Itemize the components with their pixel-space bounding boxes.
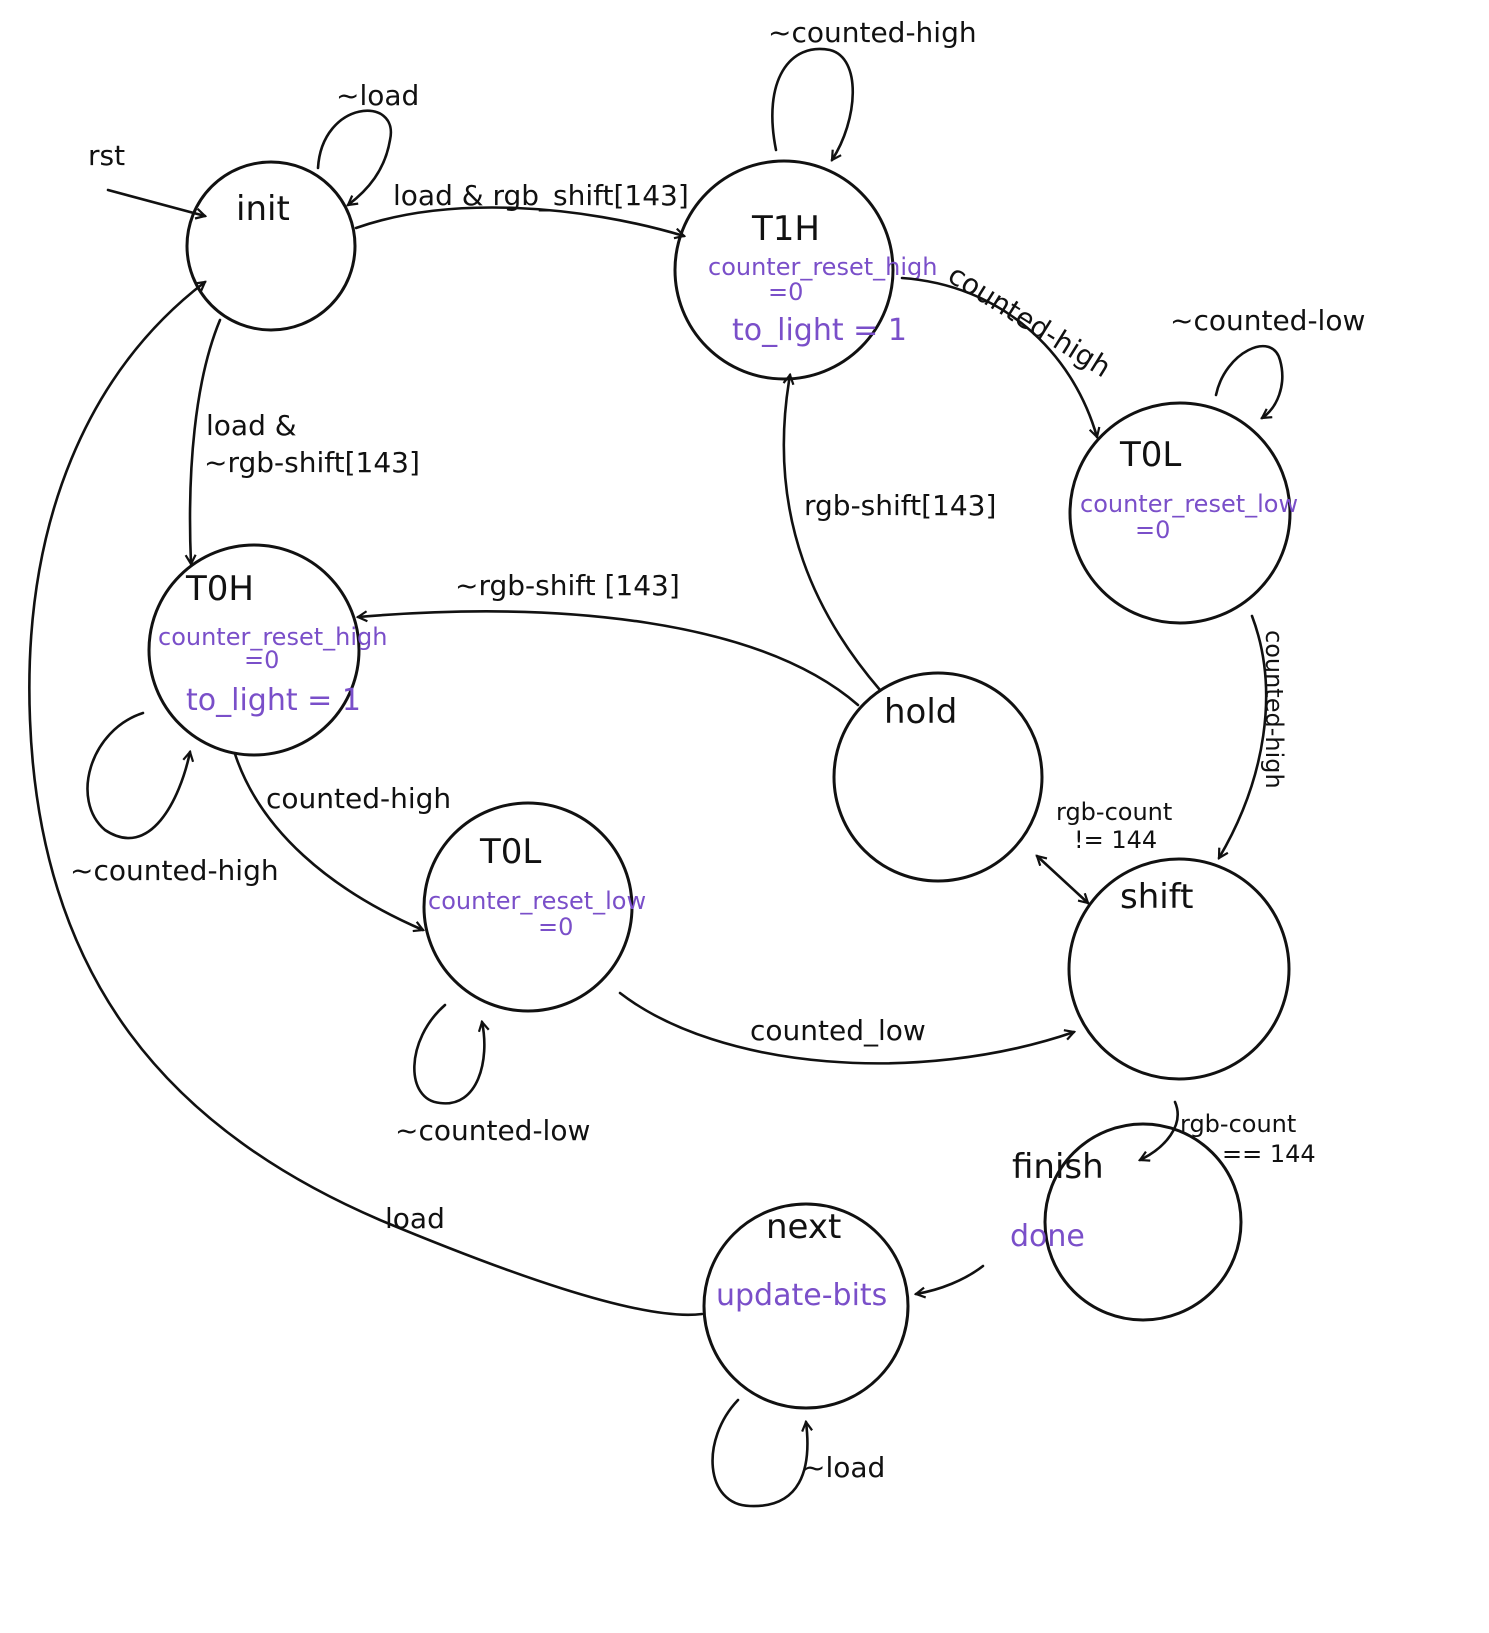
state-t0l-right-name: T0L bbox=[1119, 435, 1181, 475]
state-t1h-name: T1H bbox=[751, 209, 820, 249]
label-rst: rst bbox=[88, 139, 125, 172]
state-t0h-action-2: =0 bbox=[244, 646, 279, 674]
transition-hold-t0h: ~rgb-shift [143] bbox=[358, 569, 860, 707]
state-t0l-right-action-2: =0 bbox=[1135, 516, 1170, 544]
state-init-name: init bbox=[236, 189, 290, 229]
transition-finish-next bbox=[916, 1264, 985, 1294]
transition-reset: rst bbox=[88, 139, 205, 216]
transition-t1h-self: ~counted-high bbox=[768, 16, 977, 160]
label-init-self: ~load bbox=[336, 79, 419, 112]
transition-t0h-self: ~counted-high bbox=[70, 711, 279, 887]
label-t0l-shift: counted-high bbox=[1260, 630, 1288, 789]
label-init-t0h-line1: load & bbox=[206, 409, 297, 442]
label-hold-t0h: ~rgb-shift [143] bbox=[455, 569, 680, 602]
state-finish-name: finish bbox=[1012, 1147, 1104, 1187]
transition-t0l-self: ~counted-low bbox=[1170, 304, 1365, 420]
label-t1h-self: ~counted-high bbox=[768, 16, 977, 49]
label-t0l2-self: ~counted-low bbox=[395, 1114, 590, 1147]
label-t0l-self: ~counted-low bbox=[1170, 304, 1365, 337]
state-t0h-name: T0H bbox=[185, 569, 254, 609]
label-init-t0h-line2: ~rgb-shift[143] bbox=[204, 446, 420, 479]
state-finish: finish done bbox=[1010, 1122, 1243, 1322]
label-init-t1h: load & rgb_shift[143] bbox=[393, 179, 689, 212]
label-t0h-self: ~counted-high bbox=[70, 854, 279, 887]
state-next-name: next bbox=[766, 1207, 841, 1247]
state-t0l-left-action-1: counter_reset_low bbox=[428, 887, 646, 915]
transition-hold-t1h: rgb-shift[143] bbox=[782, 375, 996, 692]
state-t0h: T0H counter_reset_high =0 to_light = 1 bbox=[147, 543, 387, 757]
label-next-self: ~load bbox=[802, 1451, 885, 1484]
state-t0l-right: T0L counter_reset_low =0 bbox=[1068, 401, 1298, 625]
state-t0l-right-action-1: counter_reset_low bbox=[1080, 490, 1298, 518]
transition-next-init: load bbox=[28, 282, 704, 1317]
state-t0l-left-name: T0L bbox=[479, 832, 541, 872]
label-hold-t1h: rgb-shift[143] bbox=[804, 489, 996, 522]
label-t0h-t0l: counted-high bbox=[266, 782, 451, 815]
state-hold-name: hold bbox=[884, 692, 957, 732]
state-t1h-action-2: =0 bbox=[768, 278, 803, 306]
state-t0h-action-1: counter_reset_high bbox=[158, 623, 387, 651]
state-t0l-left-action-2: =0 bbox=[538, 913, 573, 941]
state-init: init bbox=[185, 160, 357, 332]
transition-init-t0h: load & ~rgb-shift[143] bbox=[190, 318, 420, 564]
label-t0l2-shift: counted_low bbox=[750, 1014, 926, 1047]
label-shift-finish-line2: == 144 bbox=[1222, 1140, 1316, 1168]
transition-init-t1h: load & rgb_shift[143] bbox=[354, 179, 689, 236]
label-t1h-t0l: counted-high bbox=[942, 258, 1117, 384]
label-shift-hold-line1: rgb-count bbox=[1056, 798, 1172, 826]
state-t1h-action-3: to_light = 1 bbox=[732, 313, 907, 348]
state-next: next update-bits bbox=[702, 1202, 910, 1410]
state-shift-name: shift bbox=[1120, 877, 1193, 917]
transition-t0h-t0l: counted-high bbox=[233, 752, 451, 930]
transition-init-self: ~load bbox=[316, 79, 419, 205]
transition-t0l-shift: counted-high bbox=[1217, 614, 1288, 858]
state-shift: shift bbox=[1067, 857, 1291, 1081]
state-finish-action: done bbox=[1010, 1219, 1085, 1254]
label-shift-finish-line1: rgb-count bbox=[1180, 1110, 1296, 1138]
state-t0l-left: T0L counter_reset_low =0 bbox=[422, 801, 646, 1013]
transition-shift-hold: rgb-count != 144 bbox=[1037, 798, 1172, 903]
state-hold: hold bbox=[832, 671, 1044, 883]
transition-t0l2-self: ~counted-low bbox=[395, 1003, 590, 1147]
label-shift-hold-line2: != 144 bbox=[1074, 826, 1157, 854]
state-t1h: T1H counter_reset_high =0 to_light = 1 bbox=[673, 159, 937, 381]
transition-next-self: ~load bbox=[711, 1398, 885, 1508]
label-next-init: load bbox=[385, 1202, 445, 1235]
transition-shift-finish: rgb-count == 144 bbox=[1140, 1100, 1316, 1168]
state-t1h-action-1: counter_reset_high bbox=[708, 253, 937, 281]
transition-t0l2-shift: counted_low bbox=[618, 991, 1074, 1065]
state-t0h-action-3: to_light = 1 bbox=[186, 683, 361, 718]
state-next-action: update-bits bbox=[716, 1278, 887, 1313]
transition-t1h-t0l: counted-high bbox=[900, 258, 1117, 437]
